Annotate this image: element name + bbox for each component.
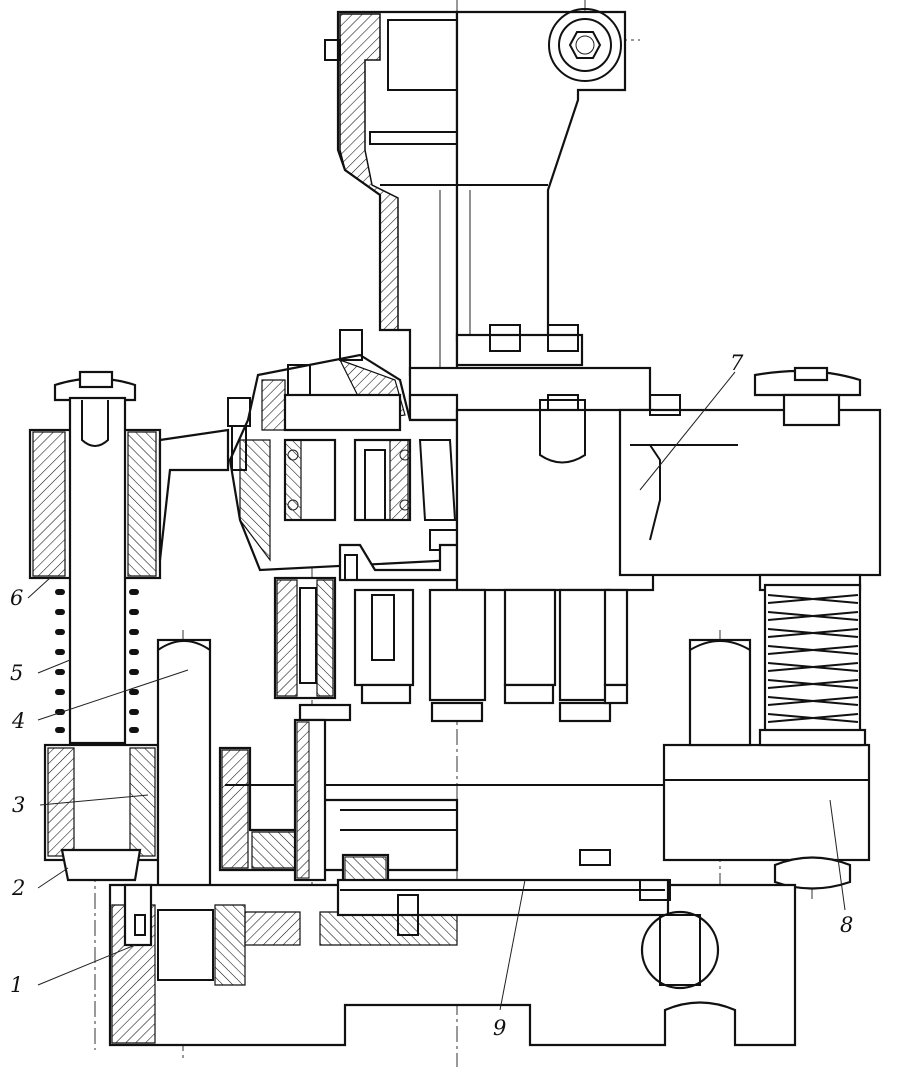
spring-right	[758, 583, 867, 890]
part-labels: 1 2 3 4 5 6 7 8 9	[10, 351, 853, 1040]
upper-column	[324, 8, 627, 377]
label-3: 3	[12, 793, 25, 817]
label-9: 9	[493, 1016, 506, 1040]
base-1	[108, 878, 797, 1047]
label-8: 8	[840, 913, 853, 937]
label-2: 2	[11, 876, 25, 900]
label-1: 1	[10, 973, 23, 997]
leader-lines	[27, 371, 846, 1011]
left-guide-assembly	[28, 370, 230, 882]
label-7: 7	[730, 351, 744, 375]
punch-holders	[273, 576, 629, 723]
gear-head-section	[227, 329, 459, 582]
press-block-7	[455, 366, 882, 592]
label-6: 6	[10, 586, 23, 610]
label-4: 4	[11, 709, 25, 733]
label-5: 5	[10, 661, 23, 685]
